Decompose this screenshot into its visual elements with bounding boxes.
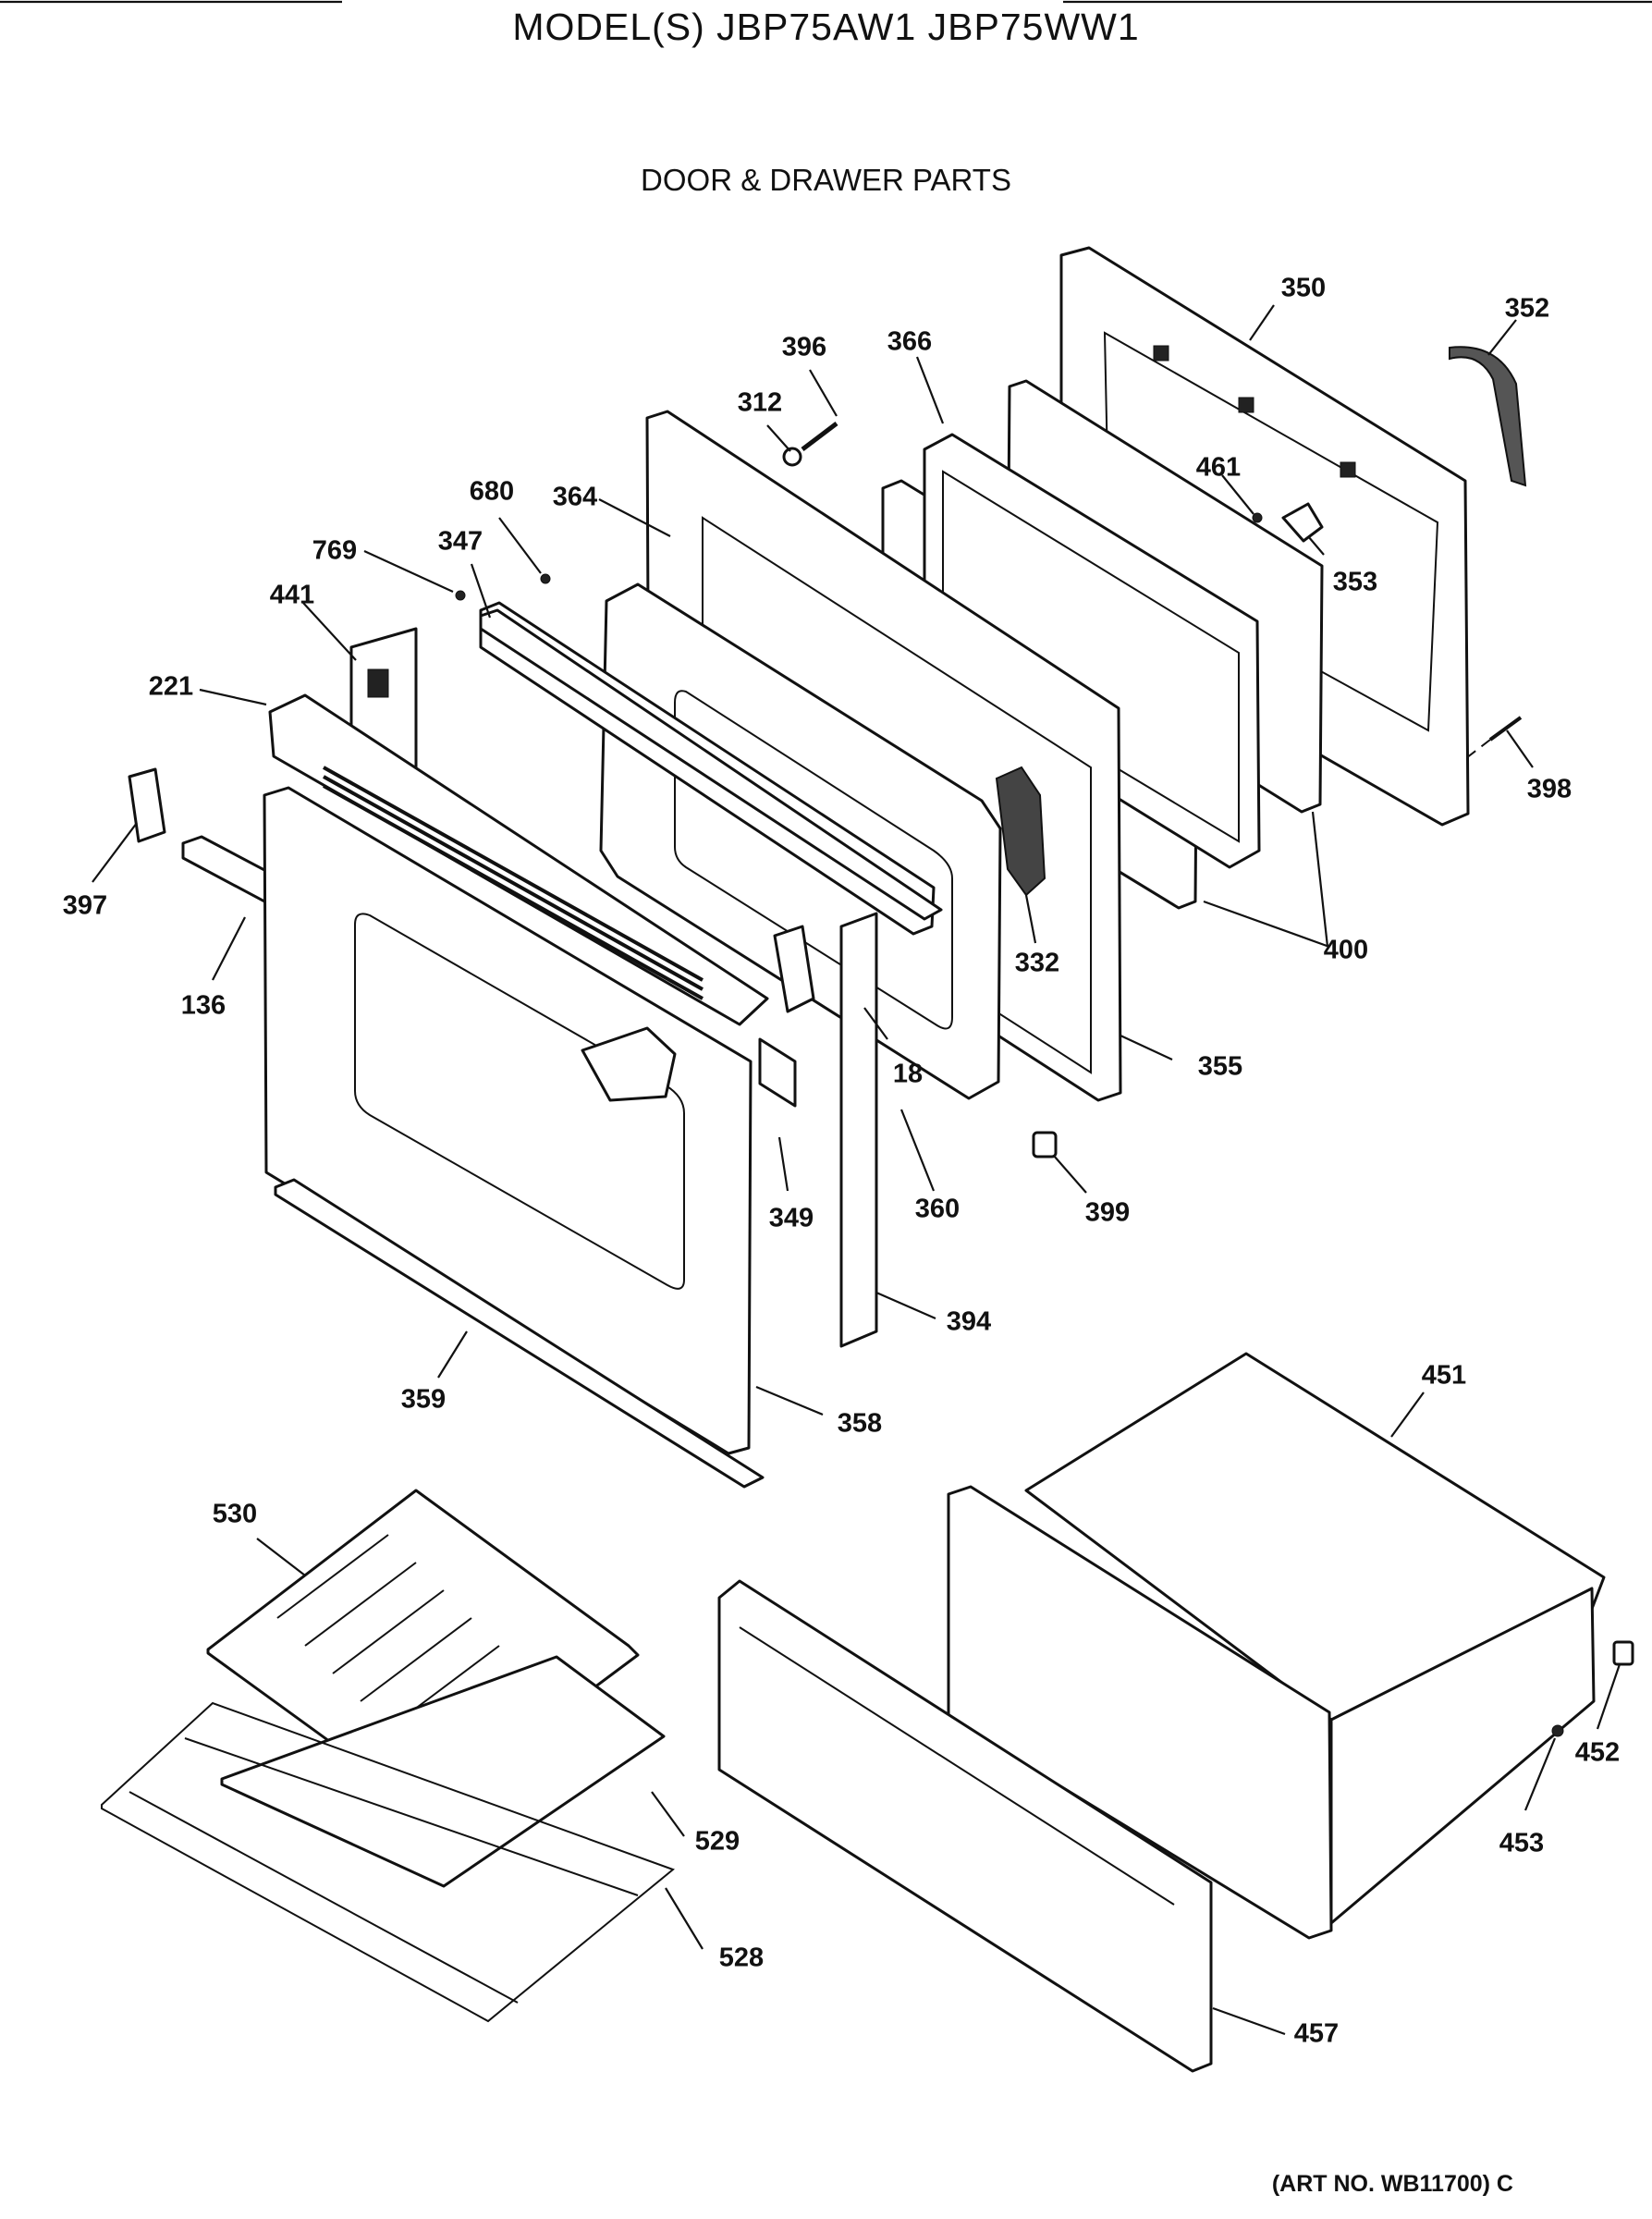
callout-360: 360 bbox=[914, 1194, 961, 1224]
callout-347: 347 bbox=[437, 526, 483, 557]
callout-221: 221 bbox=[148, 671, 194, 702]
callout-441: 441 bbox=[269, 580, 315, 610]
callout-355: 355 bbox=[1197, 1051, 1243, 1082]
part-528-rack bbox=[101, 1701, 675, 2023]
callout-399: 399 bbox=[1084, 1197, 1131, 1228]
callout-358: 358 bbox=[837, 1408, 883, 1439]
callout-366: 366 bbox=[887, 326, 933, 357]
callout-461: 461 bbox=[1195, 452, 1242, 483]
callout-350: 350 bbox=[1280, 273, 1327, 303]
callout-353: 353 bbox=[1332, 567, 1378, 597]
part-221-vent-trim bbox=[268, 693, 769, 1026]
callout-400: 400 bbox=[1323, 935, 1369, 965]
callout-136: 136 bbox=[180, 990, 226, 1021]
callout-352: 352 bbox=[1504, 293, 1550, 324]
callout-18: 18 bbox=[892, 1059, 924, 1089]
callout-359: 359 bbox=[400, 1384, 447, 1415]
callout-396: 396 bbox=[781, 332, 827, 362]
callout-332: 332 bbox=[1014, 948, 1060, 978]
art-number: (ART NO. WB11700) C bbox=[1271, 2171, 1513, 2197]
callout-457: 457 bbox=[1293, 2018, 1340, 2049]
callout-397: 397 bbox=[62, 890, 108, 921]
callout-349: 349 bbox=[768, 1203, 814, 1233]
callout-528: 528 bbox=[718, 1943, 765, 1973]
part-358-outer-door bbox=[263, 786, 753, 1455]
callout-451: 451 bbox=[1421, 1360, 1467, 1391]
callout-452: 452 bbox=[1574, 1737, 1621, 1768]
callout-394: 394 bbox=[946, 1306, 992, 1337]
model-title: MODEL(S) JBP75AW1 JBP75WW1 bbox=[512, 6, 1140, 48]
part-451-drawer-box bbox=[947, 1352, 1606, 1940]
callout-453: 453 bbox=[1499, 1828, 1545, 1858]
callout-529: 529 bbox=[694, 1826, 740, 1857]
callout-530: 530 bbox=[212, 1499, 258, 1529]
callout-769: 769 bbox=[312, 535, 358, 566]
section-title: DOOR & DRAWER PARTS bbox=[641, 163, 1011, 197]
callout-398: 398 bbox=[1526, 774, 1572, 804]
callout-312: 312 bbox=[737, 387, 783, 418]
part-457-drawer-front bbox=[717, 1579, 1213, 2073]
callout-364: 364 bbox=[552, 482, 598, 512]
callout-680: 680 bbox=[469, 476, 515, 507]
